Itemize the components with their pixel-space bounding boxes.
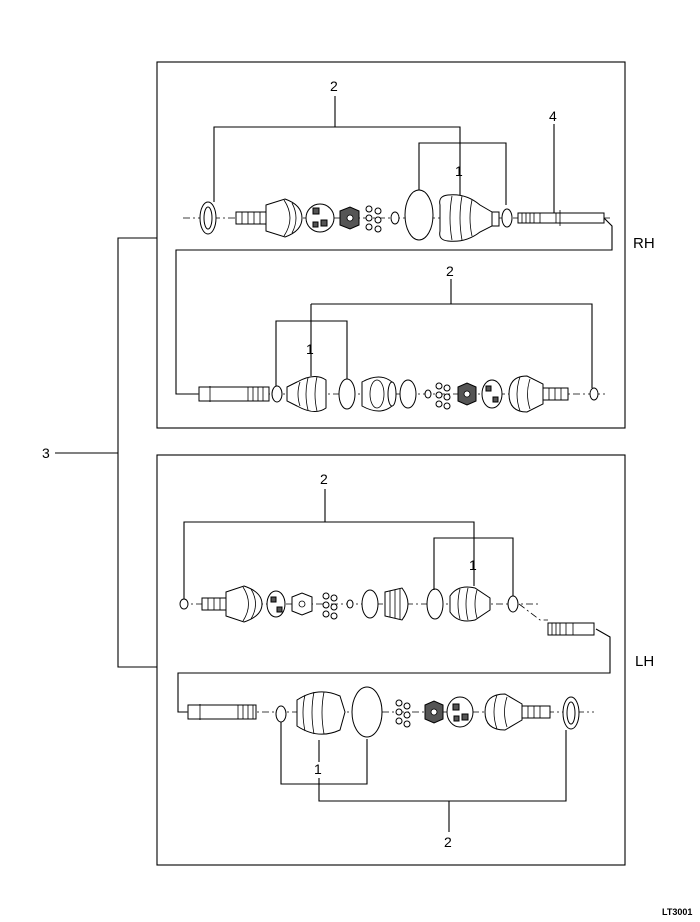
rh-callout-4: 4 (549, 108, 557, 124)
lh-lower-row (187, 686, 594, 738)
rh-callout-1-lower: 1 (306, 341, 314, 357)
outer-joint-part (508, 375, 569, 413)
outer-joint-part (201, 585, 263, 623)
cage-part (305, 203, 335, 233)
clip-part (361, 589, 379, 619)
rh-panel-frame (156, 61, 626, 429)
lh-callout-1-lower: 1 (314, 761, 322, 777)
lh-upper-row (179, 585, 595, 636)
large-clamp-part (338, 378, 356, 410)
assembly-bracket (55, 237, 157, 668)
lh-callout-1-upper: 1 (469, 557, 477, 573)
shaft-part (518, 603, 595, 636)
large-clamp-part (351, 686, 383, 738)
small-clamp-part (271, 385, 283, 403)
large-clamp-part (404, 189, 434, 241)
tripod-part (384, 587, 409, 621)
small-clamp-part (501, 208, 513, 228)
outer-joint-part (484, 693, 551, 731)
lh-callout-2-upper: 2 (320, 471, 328, 487)
rh-lower-row (198, 375, 605, 413)
outer-joint-part (235, 198, 303, 238)
rh-leader-1-upper (418, 142, 507, 205)
shaft-part (517, 210, 605, 226)
inner-race-part (339, 206, 360, 230)
lh-leader-1-upper (433, 537, 514, 596)
boot-part (449, 586, 491, 622)
lh-leader-2-upper (183, 489, 475, 599)
balls-part (395, 699, 411, 728)
snap-ring-part (589, 387, 599, 401)
small-clamp-part (275, 705, 287, 723)
boot-part (286, 376, 327, 412)
rh-callout-2-lower: 2 (446, 263, 454, 279)
balls-part (435, 382, 451, 410)
shaft-part (187, 704, 257, 720)
lh-side-label: LH (635, 653, 654, 670)
inner-housing-part (361, 376, 397, 412)
lh-leader-1-lower (280, 722, 368, 785)
balls-part (322, 592, 338, 620)
rh-upper-row (183, 189, 610, 242)
cage-part (446, 696, 474, 728)
boot-part (439, 194, 500, 242)
inner-race-part (457, 382, 477, 406)
cage-part (481, 379, 503, 409)
rh-center-link (175, 217, 613, 395)
lh-panel-frame (156, 454, 626, 866)
clip-part (399, 379, 417, 409)
lh-leader-2-lower (318, 730, 567, 832)
assembly-callout-3: 3 (42, 445, 50, 461)
lh-center-link (177, 628, 611, 713)
rh-leader-2-upper (213, 96, 461, 202)
rh-side-label: RH (633, 235, 655, 252)
figure-code: LT3001 (662, 907, 692, 917)
balls-part (365, 205, 382, 233)
inner-race-part (424, 700, 444, 724)
rh-leader-1-lower (275, 320, 348, 386)
boot-part (296, 691, 346, 735)
snap-ring-part (179, 598, 189, 610)
large-clamp-part (426, 588, 444, 620)
snap-ring-part (562, 696, 580, 730)
small-clamp-part (507, 595, 519, 613)
rh-leader-2-lower (310, 279, 593, 388)
rh-callout-1-upper: 1 (455, 163, 463, 179)
inner-race-part (291, 592, 313, 616)
shaft-part (198, 386, 270, 402)
cage-part (266, 590, 286, 618)
snap-ring-part (199, 201, 217, 235)
rh-callout-2-upper: 2 (330, 78, 338, 94)
lh-callout-2-lower: 2 (444, 834, 452, 850)
